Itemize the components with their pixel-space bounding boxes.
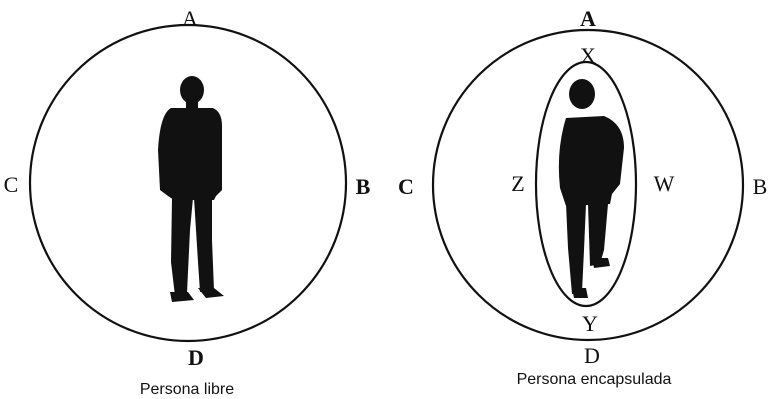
free-label-d: D [188, 345, 204, 370]
free-person-diagram: A B C D Persona libre [4, 6, 371, 398]
encapsulated-label-a: A [580, 6, 596, 31]
encapsulated-label-d: D [584, 343, 600, 368]
encapsulated-label-b: B [753, 174, 768, 199]
encapsulated-person-diagram: A B C D X W Z Y Persona encapsulada [398, 6, 767, 388]
encapsulated-inner-ellipse [534, 60, 638, 308]
inner-label-y: Y [582, 311, 598, 336]
free-caption: Persona libre [140, 381, 234, 398]
free-label-a: A [182, 6, 198, 31]
encapsulated-outer-circle [431, 28, 745, 342]
encapsulated-label-c: C [398, 174, 414, 199]
free-person-circle [28, 23, 348, 343]
encapsulated-caption: Persona encapsulada [517, 371, 672, 388]
free-person-silhouette [158, 76, 224, 302]
inner-label-w: W [654, 171, 675, 196]
inner-label-x: X [580, 43, 596, 68]
free-label-c: C [4, 172, 19, 197]
encapsulated-person-silhouette [558, 79, 624, 298]
free-label-b: B [356, 174, 371, 199]
inner-label-z: Z [511, 171, 524, 196]
